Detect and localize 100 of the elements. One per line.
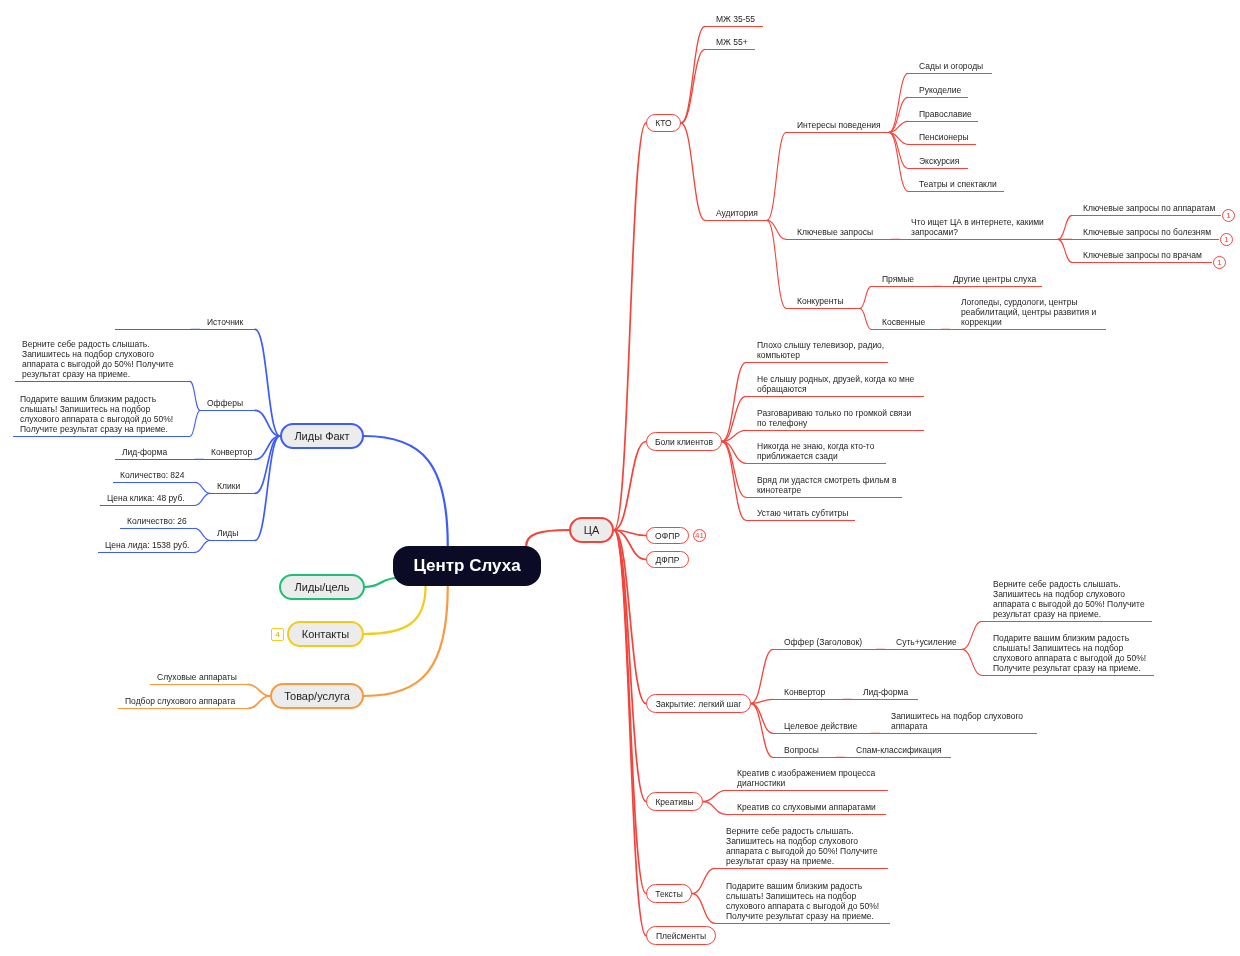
topic-label: Сады и огороды bbox=[908, 61, 992, 74]
topic-label: Другие центры слуха bbox=[942, 274, 1042, 287]
topic-label: Запишитесь на подбор слухового аппарата bbox=[880, 711, 1037, 734]
topic-label: Аудитория bbox=[705, 208, 767, 221]
main-topic-box: Товар/услуга bbox=[270, 683, 364, 709]
branch-line bbox=[680, 25, 706, 124]
topic-label: Клики bbox=[210, 481, 255, 494]
branch-line bbox=[194, 458, 205, 460]
branch-line bbox=[750, 702, 774, 734]
topic-label: Офферы bbox=[200, 398, 255, 411]
topic-label: Не слышу родных, друзей, когда ко мне обращаются bbox=[746, 374, 924, 397]
branch-line bbox=[870, 732, 881, 734]
main-topic-box: Лиды Факт bbox=[280, 423, 364, 449]
branch-line bbox=[875, 648, 886, 650]
topic-label: Православие bbox=[908, 109, 978, 122]
topic-label: Суть+усиление bbox=[885, 637, 962, 650]
count-badge: 1 bbox=[1220, 232, 1233, 246]
topic-label: Оффер (Заголовок) bbox=[773, 637, 876, 650]
branch-line bbox=[961, 648, 983, 676]
topic-label: Что ищет ЦА в интернете, какими запросами? bbox=[900, 217, 1058, 240]
topic-label: Прямые bbox=[871, 274, 933, 287]
topic-label: Никогда не знаю, когда кто-то приближается сзади bbox=[746, 441, 886, 464]
subtopic-box: ОФПР bbox=[646, 527, 689, 544]
topic-label: Количество: 824 bbox=[113, 470, 195, 483]
topic-label: Целевое действие bbox=[773, 721, 871, 734]
topic-label: Подарите вашим близким радость слышать! Запишитесь на подбор слухового аппарата с выгодой до 50%! Получите результат сразу на приеме. bbox=[982, 633, 1154, 676]
branch-line bbox=[842, 698, 853, 700]
topic-label: Подарите вашим близким радость слышать! Запишитесь на подбор слухового аппарата с выгодой до 50%! Получите результат сразу на приеме. bbox=[715, 881, 890, 924]
branch-line bbox=[1057, 238, 1073, 263]
branch-line bbox=[613, 122, 647, 531]
topic-label: Пенсионеры bbox=[908, 132, 976, 145]
subtopic-box: КТО bbox=[646, 114, 681, 132]
branch-line bbox=[888, 96, 909, 133]
topic-label: Креатив со слуховыми аппаратами bbox=[726, 802, 886, 815]
branch-line bbox=[890, 238, 901, 240]
subtopic-box: ДФПР bbox=[646, 551, 689, 568]
branch-line bbox=[691, 867, 716, 895]
subtopic-box: Креативы bbox=[646, 792, 703, 811]
topic-label: Устаю читать субтитры bbox=[746, 508, 855, 521]
main-topic-box: ЦА bbox=[569, 517, 614, 543]
topic-label: Разговариваю только по громкой связи по телефону bbox=[746, 408, 924, 431]
topic-label: Ключевые запросы по болезням bbox=[1072, 227, 1219, 240]
topic-label: Ключевые запросы bbox=[786, 227, 891, 240]
branch-line bbox=[691, 892, 716, 924]
topic-label: Спам-классификация bbox=[845, 745, 951, 758]
branch-line bbox=[194, 481, 211, 494]
topic-label: Лиды bbox=[210, 528, 255, 541]
topic-label: Интересы поведения bbox=[786, 120, 889, 133]
branch-line bbox=[247, 695, 271, 710]
branch-line bbox=[750, 648, 774, 705]
topic-label: Логопеды, сурдологи, центры реабилитаций, центры развития и коррекции bbox=[950, 297, 1106, 330]
branch-line bbox=[721, 361, 747, 443]
topic-label: МЖ 55+ bbox=[705, 37, 755, 50]
topic-label: Косвенные bbox=[871, 317, 941, 330]
branch-line bbox=[613, 440, 647, 531]
topic-label: Цена лида: 1538 руб. bbox=[98, 540, 195, 553]
central-topic: Центр Слуха bbox=[393, 546, 541, 586]
branch-line bbox=[362, 584, 427, 636]
subtopic-box: Тексты bbox=[646, 884, 692, 903]
branch-line bbox=[525, 528, 571, 548]
count-badge: 1 bbox=[1213, 255, 1226, 269]
subtopic-box: Закрытие: легкий шаг bbox=[646, 694, 751, 713]
main-topic-box: Лиды/цель bbox=[279, 574, 365, 600]
topic-label: Креатив с изображением процесса диагностики bbox=[726, 768, 888, 791]
subtopic-box: Боли клиентов bbox=[646, 432, 722, 451]
branch-line bbox=[194, 539, 211, 553]
main-topic-box: Контакты bbox=[287, 621, 364, 647]
branch-line bbox=[766, 219, 787, 240]
topic-label: Ключевые запросы по аппаратам bbox=[1072, 203, 1221, 216]
topic-label: Вопросы bbox=[773, 745, 836, 758]
topic-label: Плохо слышу телевизор, радио, компьютер bbox=[746, 340, 888, 363]
topic-label: Вряд ли удастся смотреть фильм в кинотеатре bbox=[746, 475, 902, 498]
topic-label: Цена клика: 48 руб. bbox=[100, 493, 195, 506]
branch-line bbox=[940, 328, 951, 330]
branch-line bbox=[254, 435, 281, 542]
topic-label: Конкуренты bbox=[786, 296, 860, 309]
branch-line bbox=[189, 409, 201, 437]
topic-label: Верните себе радость слышать. Запишитесь на подбор слухового аппарата с выгодой до 50%! Получите результат сразу на приеме. bbox=[15, 339, 190, 382]
topic-label: Лид-форма bbox=[115, 447, 195, 460]
branch-line bbox=[254, 328, 281, 437]
topic-label: Конвертор bbox=[204, 447, 255, 460]
branch-line bbox=[189, 380, 201, 411]
branch-line bbox=[190, 328, 201, 330]
count-badge: 1 bbox=[1222, 208, 1235, 222]
topic-label: Ключевые запросы по врачам bbox=[1072, 250, 1212, 263]
topic-label: Конвертор bbox=[773, 687, 843, 700]
topic-label: Рукоделие bbox=[908, 85, 968, 98]
branch-line bbox=[362, 584, 449, 698]
topic-label: Экскурсия bbox=[908, 156, 968, 169]
branch-line bbox=[859, 285, 872, 309]
branch-line bbox=[932, 285, 943, 287]
subtopic-box: Плейсменты bbox=[646, 926, 716, 945]
branch-line bbox=[961, 620, 983, 650]
topic-label: Подарите вашим близким радость слышать! Запишитесь на подбор слухового аппарата с выгодой до 50%! Получите результат сразу на приеме. bbox=[13, 394, 190, 437]
branch-line bbox=[194, 492, 211, 506]
count-badge: 41 bbox=[693, 529, 706, 542]
topic-label: Подбор слухового аппарата bbox=[118, 696, 248, 709]
topic-label: Количество: 26 bbox=[120, 516, 195, 529]
branch-line bbox=[888, 120, 909, 133]
topic-underline bbox=[115, 328, 191, 330]
